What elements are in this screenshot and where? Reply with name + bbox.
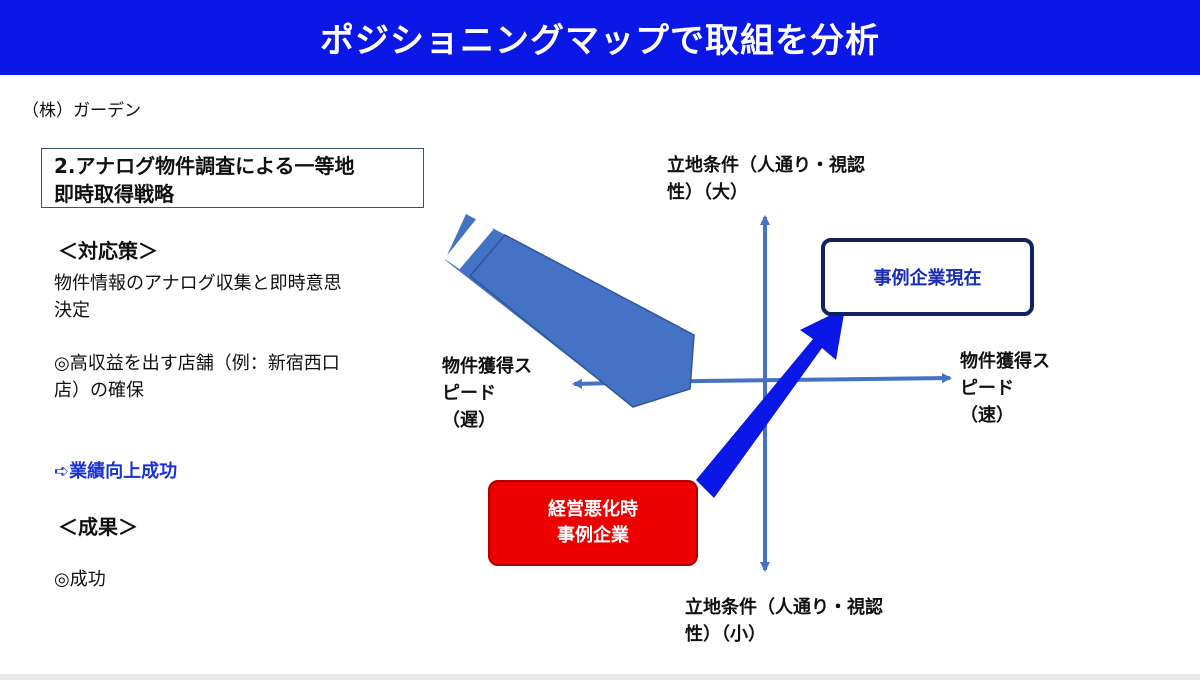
axis-top-line-1: 立地条件（人通り・視認	[667, 155, 865, 176]
current-company-box: 事例企業現在	[821, 238, 1034, 316]
strategy-line-2: 即時取得戦略	[54, 182, 174, 206]
improvement-arrow	[696, 308, 845, 498]
axis-left-label: 物件獲得ス ピード （遅）	[442, 353, 532, 434]
page-title: ポジショニングマップで取組を分析	[0, 0, 1200, 75]
countermeasure-line-2: 決定	[54, 300, 90, 321]
axis-right-line-1: 物件獲得ス	[960, 351, 1050, 372]
axis-top-label: 立地条件（人通り・視認 性）（大）	[667, 152, 865, 206]
countermeasure-item-line-2: 店）の確保	[54, 380, 144, 401]
strategy-line-1: 2.アナログ物件調査による一等地	[54, 154, 355, 178]
countermeasure-item-line-1: ◎高収益を出す店舗（例：新宿西口	[54, 353, 340, 374]
axis-right-line-3: （速）	[960, 405, 1014, 426]
company-name: （株）ガーデン	[22, 101, 141, 121]
axis-right-label: 物件獲得ス ピード （速）	[960, 348, 1050, 429]
countermeasure-line-1: 物件情報のアナログ収集と即時意思	[54, 273, 342, 294]
outcome-heading: ＜成果＞	[58, 515, 138, 539]
footer-divider	[0, 674, 1200, 680]
axis-bottom-label: 立地条件（人通り・視認 性）（小）	[685, 594, 883, 648]
horizontal-axis-right	[699, 373, 952, 384]
countermeasure-item: ◎高収益を出す店舗（例：新宿西口 店）の確保	[54, 350, 340, 404]
strategy-arrow	[444, 214, 695, 408]
axis-right-line-2: ピード	[960, 378, 1014, 399]
result-text: ➪業績向上成功	[54, 461, 178, 482]
axis-top-line-2: 性）（大）	[667, 182, 748, 203]
worse-company-box: 経営悪化時 事例企業	[488, 480, 698, 566]
outcome-item: ◎成功	[54, 569, 106, 590]
axis-bottom-line-1: 立地条件（人通り・視認	[685, 597, 883, 618]
countermeasure-text: 物件情報のアナログ収集と即時意思 決定	[54, 270, 342, 324]
axis-left-line-3: （遅）	[442, 410, 496, 431]
worse-box-line-1: 経営悪化時	[548, 499, 638, 520]
axis-left-line-2: ピード	[442, 383, 496, 404]
countermeasure-heading: ＜対応策＞	[58, 239, 158, 263]
worse-box-line-2: 事例企業	[557, 525, 629, 546]
strategy-box: 2.アナログ物件調査による一等地 即時取得戦略	[41, 148, 424, 208]
axis-bottom-line-2: 性）（小）	[685, 624, 766, 645]
axis-left-line-1: 物件獲得ス	[442, 356, 532, 377]
